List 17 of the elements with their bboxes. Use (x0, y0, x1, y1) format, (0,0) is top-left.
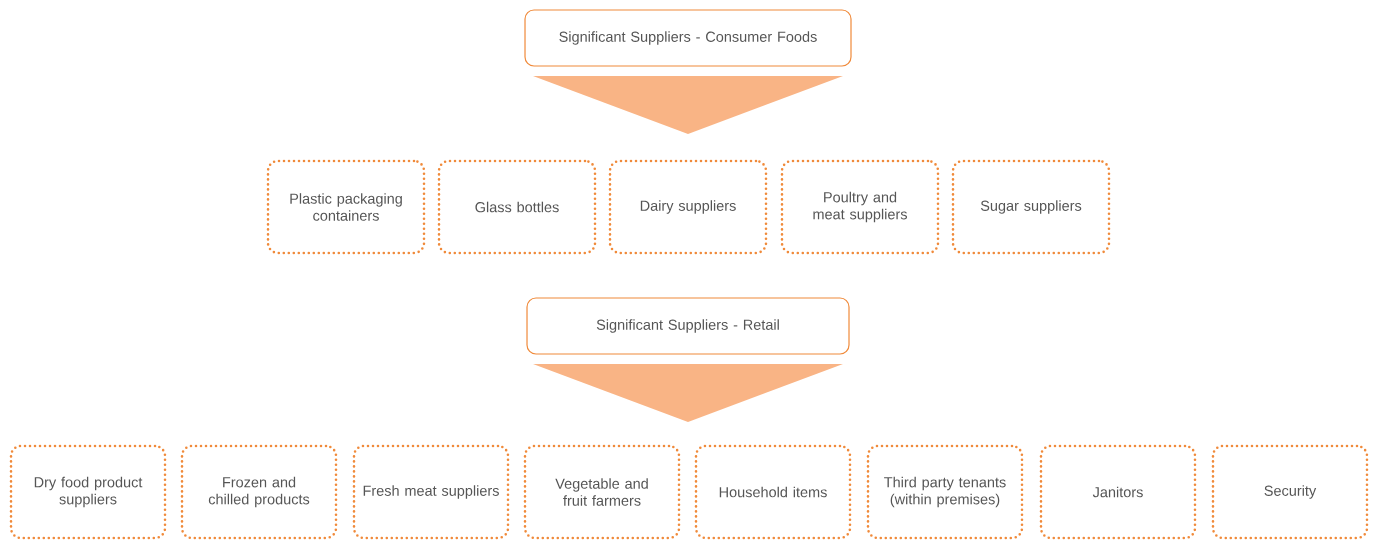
supplier-box: Dairy suppliers (608, 159, 768, 255)
supplier-box: Janitors (1039, 444, 1197, 540)
funnel-triangle (533, 76, 843, 134)
supplier-box: Poultry and meat suppliers (780, 159, 940, 255)
supplier-box: Household items (694, 444, 852, 540)
supplier-box: Vegetable and fruit farmers (523, 444, 681, 540)
supplier-box: Plastic packaging containers (266, 159, 426, 255)
supplier-box: Glass bottles (437, 159, 597, 255)
title-box: Significant Suppliers - Retail (526, 297, 850, 355)
supplier-box: Dry food product suppliers (9, 444, 167, 540)
supplier-box: Third party tenants (within premises) (866, 444, 1024, 540)
supplier-box: Security (1211, 444, 1369, 540)
supplier-box: Frozen and chilled products (180, 444, 338, 540)
supplier-box: Fresh meat suppliers (352, 444, 510, 540)
funnel-triangle (533, 364, 843, 422)
supplier-box: Sugar suppliers (951, 159, 1111, 255)
title-box: Significant Suppliers - Consumer Foods (524, 9, 852, 67)
